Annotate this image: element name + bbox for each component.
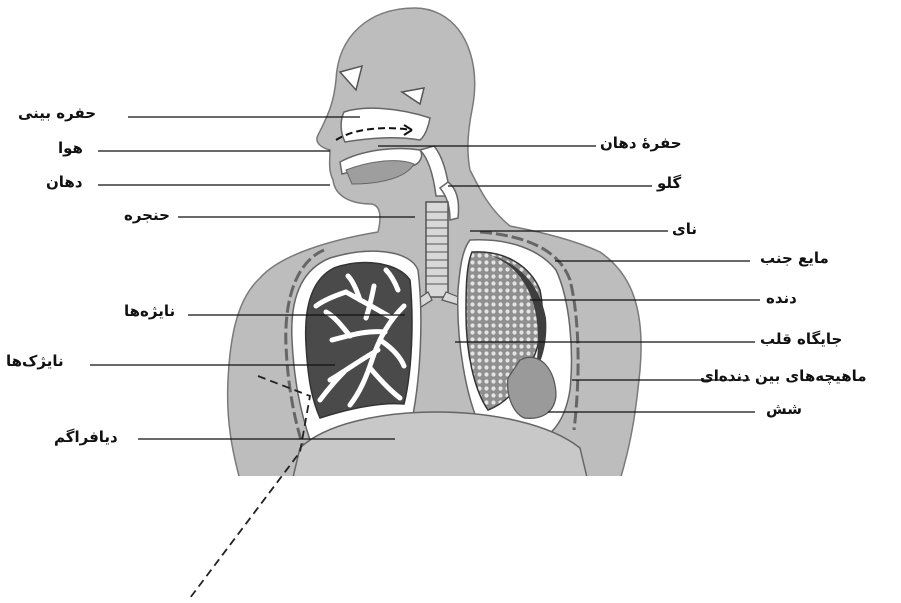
label-pleural-fluid: مایع جنب xyxy=(760,249,829,267)
label-bronchi: نایژه‌ها xyxy=(124,302,175,320)
label-intercostal-muscles: ماهیچه‌های بین دنده‌ای xyxy=(700,367,867,385)
label-nasal-cavity: حفره بینی xyxy=(18,104,96,122)
label-larynx: حنجره xyxy=(124,206,170,224)
label-trachea: نای xyxy=(672,220,697,238)
label-bronchioles: نایژک‌ها xyxy=(6,352,64,370)
label-mouth: دهان xyxy=(46,173,83,191)
label-diaphragm: دیافراگم xyxy=(54,428,118,446)
label-oral-cavity: حفرهٔ دهان xyxy=(600,134,682,152)
label-lung: شش xyxy=(766,400,802,418)
label-air: هوا xyxy=(58,139,83,157)
trachea-shape xyxy=(426,202,448,297)
label-heart-place: جایگاه قلب xyxy=(760,330,842,348)
label-throat: گلو xyxy=(657,174,681,192)
label-rib: دنده xyxy=(766,289,797,307)
